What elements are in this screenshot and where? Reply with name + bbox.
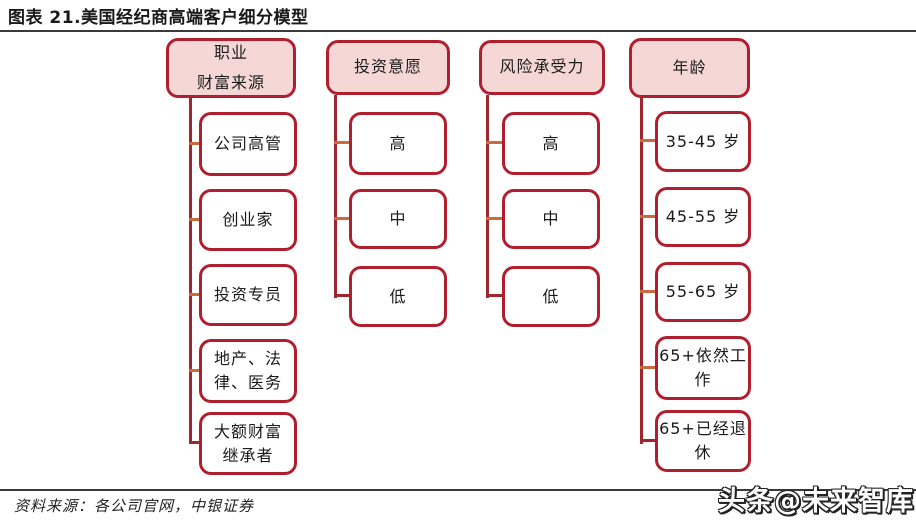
header-occupation-wealth: 职业 财富来源 xyxy=(166,38,296,98)
node-risk-low: 低 xyxy=(502,266,600,327)
connector-elbow-col2 xyxy=(334,294,352,297)
node-realestate-law-medical: 地产、法 律、医务 xyxy=(199,339,297,403)
node-age-65-working: 65+依然工 作 xyxy=(655,336,751,400)
connector-stub xyxy=(640,215,655,218)
node-willingness-high: 高 xyxy=(349,112,447,175)
node-wealth-inheritor: 大额财富 继承者 xyxy=(199,412,297,475)
connector-stub xyxy=(640,366,655,369)
node-entrepreneur: 创业家 xyxy=(199,189,297,251)
connector-elbow-col1 xyxy=(189,441,202,444)
connector-stub xyxy=(189,218,199,221)
source-note: 资料来源：各公司官网，中银证券 xyxy=(14,499,255,515)
connector-vline-col2 xyxy=(334,95,337,298)
connector-stub xyxy=(334,217,349,220)
header-age: 年龄 xyxy=(629,38,750,98)
node-company-executive: 公司高管 xyxy=(199,112,297,176)
node-age-35-45: 35-45 岁 xyxy=(655,111,751,172)
connector-stub xyxy=(189,293,199,296)
page-title: 图表 21.美国经纪商高端客户细分模型 xyxy=(8,8,309,28)
connector-stub xyxy=(189,142,199,145)
connector-stub xyxy=(334,141,349,144)
node-age-45-55: 45-55 岁 xyxy=(655,187,751,247)
connector-stub xyxy=(640,290,655,293)
connector-vline-col1 xyxy=(189,97,192,444)
connector-stub xyxy=(486,217,502,220)
watermark: 头条@未来智库 xyxy=(718,486,914,517)
node-risk-medium: 中 xyxy=(502,189,600,249)
node-age-65-retired: 65+已经退 休 xyxy=(655,410,751,472)
bottom-rule xyxy=(0,489,916,491)
node-willingness-low: 低 xyxy=(349,266,447,327)
connector-vline-col4 xyxy=(640,97,643,444)
header-investment-willingness: 投资意愿 xyxy=(326,40,450,95)
connector-vline-col3 xyxy=(486,95,489,298)
connector-elbow-col4 xyxy=(640,439,658,442)
connector-elbow-col3 xyxy=(486,294,505,297)
connector-stub xyxy=(640,139,655,142)
connector-stub xyxy=(189,369,199,372)
header-risk-tolerance: 风险承受力 xyxy=(479,40,605,95)
node-risk-high: 高 xyxy=(502,112,600,175)
node-willingness-medium: 中 xyxy=(349,189,447,249)
node-investment-specialist: 投资专员 xyxy=(199,264,297,326)
top-rule xyxy=(0,30,916,32)
connector-stub xyxy=(486,141,502,144)
node-age-55-65: 55-65 岁 xyxy=(655,262,751,322)
